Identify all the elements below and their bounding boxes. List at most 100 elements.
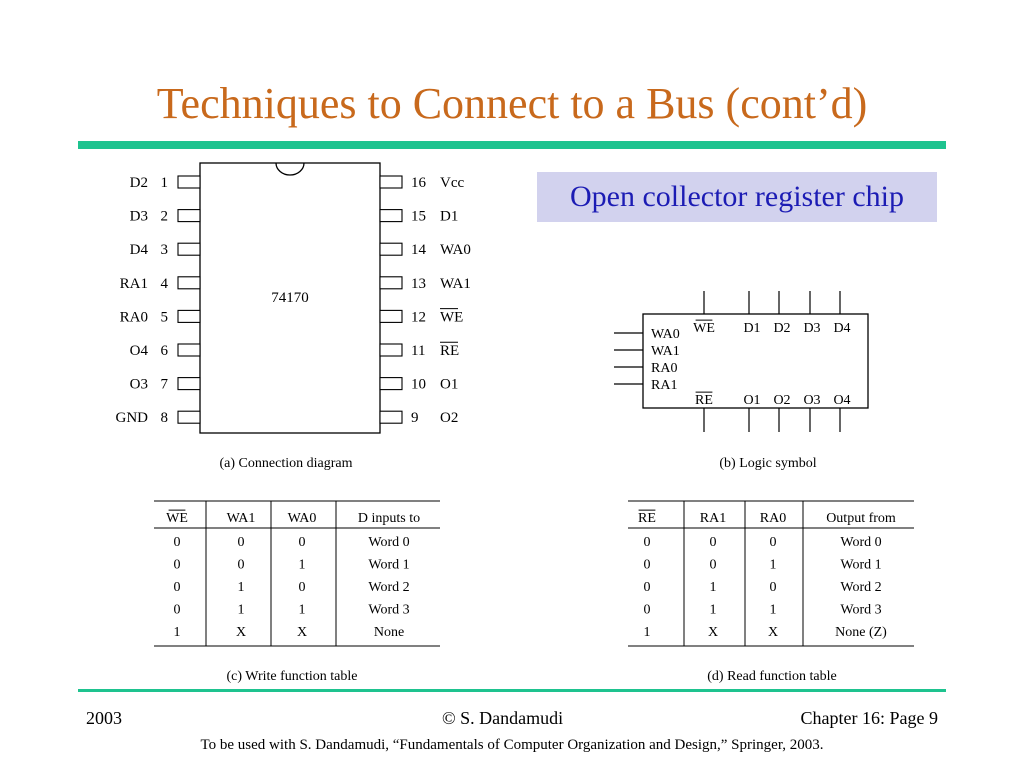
table-cell: 0 — [644, 580, 651, 595]
logic-symbol-bottom-label: O3 — [803, 393, 820, 408]
table-cell: 1 — [299, 558, 306, 573]
table-header-cell: WA0 — [288, 511, 317, 526]
footer-author: © S. Dandamudi — [442, 708, 564, 728]
logic-symbol-bottom-label: O1 — [743, 393, 760, 408]
logic-symbol-bottom-label: O2 — [773, 393, 790, 408]
ic-right-pin-number: 13 — [411, 276, 426, 292]
table-cell: None (Z) — [835, 625, 887, 640]
table-cell: 1 — [770, 558, 777, 573]
logic-symbol-left-label: WA1 — [651, 344, 680, 359]
table-cell: 0 — [644, 535, 651, 550]
ic-left-pin-number: 4 — [161, 276, 169, 292]
ic-right-pin-name: WA1 — [440, 276, 471, 292]
ic-left-pin-name: D4 — [130, 242, 149, 258]
ic-right-pin-stub — [379, 377, 403, 391]
table-cell: X — [708, 625, 718, 640]
ic-left-pin-number: 7 — [161, 377, 169, 393]
table-cell: 0 — [299, 580, 306, 595]
ic-left-pin-stub — [177, 175, 201, 189]
ic-left-pin-number: 5 — [161, 309, 169, 325]
table-cell: 0 — [174, 535, 181, 550]
ic-left-pin-stub — [177, 309, 201, 323]
bottom-divider — [78, 689, 946, 692]
ic-right-pin-stub — [379, 410, 403, 424]
table-cell: X — [768, 625, 778, 640]
ic-right-pin-number: 15 — [411, 209, 426, 225]
ic-left-pin-name: O3 — [130, 377, 148, 393]
table-cell: 1 — [238, 580, 245, 595]
table-cell: 0 — [770, 535, 777, 550]
table-header-cell: RE — [638, 511, 656, 526]
logic-symbol-bottom-label: RE — [695, 393, 713, 408]
table-cell: Word 2 — [368, 580, 409, 595]
ic-left-pin-name: GND — [116, 410, 149, 426]
ic-right-pin-name: RE — [440, 343, 459, 359]
table-cell: 0 — [238, 558, 245, 573]
ic-right-pin-stub — [379, 276, 403, 290]
ic-left-pin-number: 6 — [161, 343, 169, 359]
write-table-caption: (c) Write function table — [227, 669, 358, 684]
ic-right-pin-number: 9 — [411, 410, 419, 426]
table-header-cell: D inputs to — [358, 511, 420, 526]
read-table-caption: (d) Read function table — [707, 669, 836, 684]
ic-left-pin-number: 8 — [161, 410, 169, 426]
ic-left-pin-stub — [177, 276, 201, 290]
table-cell: Word 1 — [368, 558, 409, 573]
table-cell: 0 — [299, 535, 306, 550]
table-cell: X — [297, 625, 307, 640]
ic-right-pin-name: WA0 — [440, 242, 471, 258]
footer-year: 2003 — [86, 708, 122, 728]
ic-chip-label: 74170 — [271, 290, 309, 306]
logic-symbol-stubs — [614, 291, 841, 432]
ic-right-pin-number: 12 — [411, 309, 426, 325]
logic-symbol-top-label: D2 — [773, 321, 790, 336]
table-cell: Word 3 — [368, 603, 409, 618]
ic-right-pin-number: 10 — [411, 377, 426, 393]
ic-body — [199, 162, 381, 434]
ic-left-pin-stub — [177, 209, 201, 223]
ic-right-pin-stub — [379, 209, 403, 223]
ic-left-pin-stub — [177, 343, 201, 357]
table-cell: 1 — [174, 625, 181, 640]
table-cell: 1 — [770, 603, 777, 618]
ic-left-pin-stub — [177, 242, 201, 256]
ic-right-pin-stub — [379, 309, 403, 323]
logic-symbol-caption: (b) Logic symbol — [719, 456, 816, 471]
table-header-cell: RA0 — [760, 511, 786, 526]
logic-symbol-box — [642, 313, 869, 409]
table-cell: 1 — [644, 625, 651, 640]
logic-symbol-top-label: D4 — [833, 321, 850, 336]
ic-right-pin-name: Vcc — [440, 175, 464, 191]
table-cell: Word 2 — [840, 580, 881, 595]
ic-right-pin-stub — [379, 175, 403, 189]
table-cell: 0 — [710, 558, 717, 573]
table-cell: Word 3 — [840, 603, 881, 618]
callout-box: Open collector register chip — [537, 172, 937, 222]
logic-symbol-left-label: RA1 — [651, 378, 677, 393]
table-cell: X — [236, 625, 246, 640]
table-cell: 0 — [644, 603, 651, 618]
logic-symbol-left-label: WA0 — [651, 327, 680, 342]
footer-note: To be used with S. Dandamudi, “Fundament… — [200, 737, 824, 753]
ic-right-pin-number: 11 — [411, 343, 425, 359]
ic-right-pin-stub — [379, 242, 403, 256]
footer-page: Chapter 16: Page 9 — [800, 708, 938, 728]
ic-right-pin-name: D1 — [440, 209, 458, 225]
ic-right-pin-name: WE — [440, 309, 463, 325]
logic-symbol-left-label: RA0 — [651, 361, 677, 376]
ic-right-pin-name: O1 — [440, 377, 458, 393]
ic-right-pin-name: O2 — [440, 410, 458, 426]
table-cell: 0 — [174, 603, 181, 618]
table-header-cell: WE — [166, 511, 188, 526]
ic-left-pin-number: 3 — [161, 242, 169, 258]
ic-notch — [275, 162, 305, 176]
table-header-cell: Output from — [826, 511, 896, 526]
table-cell: Word 1 — [840, 558, 881, 573]
ic-right-pin-number: 14 — [411, 242, 427, 258]
